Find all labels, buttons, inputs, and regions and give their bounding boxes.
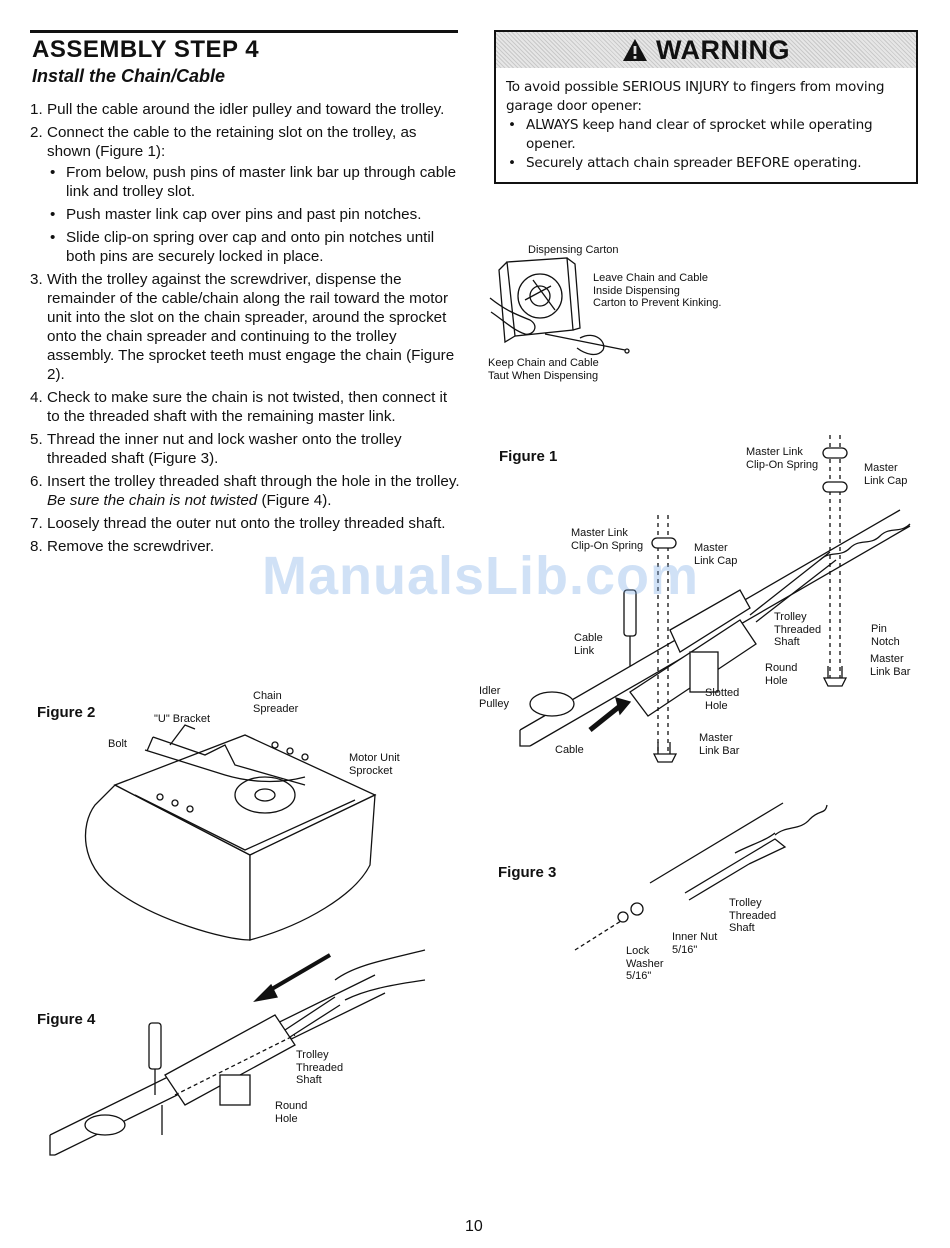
label-slotted-hole: Slotted Hole bbox=[705, 687, 740, 712]
step-2-bullets: From below, push pins of master link bar… bbox=[47, 163, 462, 266]
label-master-link-bar-bottom: Master Link Bar bbox=[699, 732, 740, 757]
step-number: 5. bbox=[30, 431, 43, 448]
label-round-hole-fig4: Round Hole bbox=[275, 1100, 308, 1125]
step-text: Loosely thread the outer nut onto the tr… bbox=[47, 515, 446, 532]
label-inner-nut: Inner Nut 5/16" bbox=[672, 931, 718, 956]
bullet-item: Push master link cap over pins and past … bbox=[47, 205, 462, 224]
label-motor-unit-sprocket: Motor Unit Sprocket bbox=[349, 752, 400, 777]
label-keep-taut: Keep Chain and Cable Taut When Dispensin… bbox=[488, 357, 599, 382]
step-4: 4. Check to make sure the chain is not t… bbox=[30, 388, 462, 426]
label-master-link-cap-mid: Master Link Cap bbox=[694, 542, 738, 567]
label-master-link-spring-mid: Master Link Clip-On Spring bbox=[571, 527, 644, 552]
step-1: 1. Pull the cable around the idler pulle… bbox=[30, 100, 462, 119]
step-2: 2. Connect the cable to the retaining sl… bbox=[30, 123, 462, 266]
step-subtitle: Install the Chain/Cable bbox=[32, 66, 226, 86]
dispensing-carton-illustration bbox=[489, 257, 630, 356]
warning-title: WARNING bbox=[656, 34, 790, 65]
step-8: 8. Remove the screwdriver. bbox=[30, 537, 462, 556]
step-text: Insert the trolley threaded shaft throug… bbox=[47, 473, 460, 490]
page-number: 10 bbox=[465, 1218, 483, 1235]
step-number: 1. bbox=[30, 101, 43, 118]
label-trolley-threaded-shaft-fig4: Trolley Threaded Shaft bbox=[296, 1049, 344, 1086]
warning-triangle-icon bbox=[623, 39, 647, 61]
step-text: (Figure 4). bbox=[261, 492, 332, 509]
step-title: ASSEMBLY STEP 4 bbox=[32, 36, 260, 63]
label-chain-spreader: Chain Spreader bbox=[253, 690, 299, 715]
label-pin-notch: Pin Notch bbox=[871, 623, 900, 648]
figure-1-label: Figure 1 bbox=[499, 448, 558, 465]
figure-2-label: Figure 2 bbox=[37, 704, 96, 721]
label-trolley-threaded-shaft-fig1: Trolley Threaded Shaft bbox=[774, 611, 822, 648]
label-trolley-threaded-shaft-fig3: Trolley Threaded Shaft bbox=[729, 897, 777, 934]
step-number: 2. bbox=[30, 124, 43, 141]
label-round-hole-fig1: Round Hole bbox=[765, 662, 798, 687]
figure-1-illustration bbox=[519, 435, 911, 763]
label-lock-washer: Lock Washer 5/16" bbox=[626, 945, 664, 982]
step-7: 7. Loosely thread the outer nut onto the… bbox=[30, 514, 462, 533]
step-6: 6. Insert the trolley threaded shaft thr… bbox=[30, 472, 462, 510]
label-leave-chain: Leave Chain and Cable Inside Dispensing … bbox=[593, 272, 722, 309]
step-text: Pull the cable around the idler pulley a… bbox=[47, 101, 445, 118]
label-dispensing-carton: Dispensing Carton bbox=[528, 244, 619, 256]
figure-4-illustration bbox=[49, 949, 426, 1156]
label-u-bracket: "U" Bracket bbox=[154, 713, 211, 725]
step-number: 7. bbox=[30, 515, 43, 532]
bullet-item: Slide clip-on spring over cap and onto p… bbox=[47, 228, 462, 266]
step-text: Thread the inner nut and lock washer ont… bbox=[47, 431, 402, 467]
watermark: ManualsLib.com bbox=[262, 546, 700, 606]
step-number: 4. bbox=[30, 389, 43, 406]
step-number: 3. bbox=[30, 271, 43, 288]
step-5: 5. Thread the inner nut and lock washer … bbox=[30, 430, 462, 468]
label-master-link-bar-right: Master Link Bar bbox=[870, 653, 911, 678]
step-text: Check to make sure the chain is not twis… bbox=[47, 389, 448, 425]
warning-item: ALWAYS keep hand clear of sprocket while… bbox=[506, 116, 910, 154]
warning-header: WARNING bbox=[496, 32, 916, 68]
figure-3-label: Figure 3 bbox=[498, 864, 557, 881]
label-bolt: Bolt bbox=[108, 738, 127, 750]
step-text: With the trolley against the screwdriver… bbox=[47, 271, 455, 383]
warning-box: WARNING To avoid possible SERIOUS INJURY… bbox=[494, 30, 918, 184]
warning-list: ALWAYS keep hand clear of sprocket while… bbox=[506, 116, 910, 173]
figure-2-illustration bbox=[84, 724, 377, 941]
label-cable: Cable bbox=[555, 744, 584, 756]
label-idler-pulley: Idler Pulley bbox=[479, 685, 509, 710]
label-master-link-spring-top: Master Link Clip-On Spring bbox=[746, 446, 819, 471]
figure-3-illustration bbox=[574, 802, 828, 951]
label-cable-link: Cable Link bbox=[574, 632, 603, 657]
step-3: 3. With the trolley against the screwdri… bbox=[30, 270, 462, 384]
label-master-link-cap-top: Master Link Cap bbox=[864, 462, 908, 487]
warning-item: Securely attach chain spreader BEFORE op… bbox=[506, 154, 910, 173]
step-number: 6. bbox=[30, 473, 43, 490]
step-text: Remove the screwdriver. bbox=[47, 538, 215, 555]
warning-intro: To avoid possible SERIOUS INJURY to fing… bbox=[506, 79, 885, 114]
warning-body: To avoid possible SERIOUS INJURY to fing… bbox=[506, 78, 910, 173]
step-text-emphasis: Be sure the chain is not twisted bbox=[47, 492, 258, 509]
step-text: Connect the cable to the retaining slot … bbox=[47, 124, 417, 160]
instruction-list: 1. Pull the cable around the idler pulle… bbox=[30, 100, 462, 560]
figure-4-label: Figure 4 bbox=[37, 1011, 96, 1028]
bullet-item: From below, push pins of master link bar… bbox=[47, 163, 462, 201]
header-rule bbox=[30, 30, 458, 33]
step-number: 8. bbox=[30, 538, 43, 555]
